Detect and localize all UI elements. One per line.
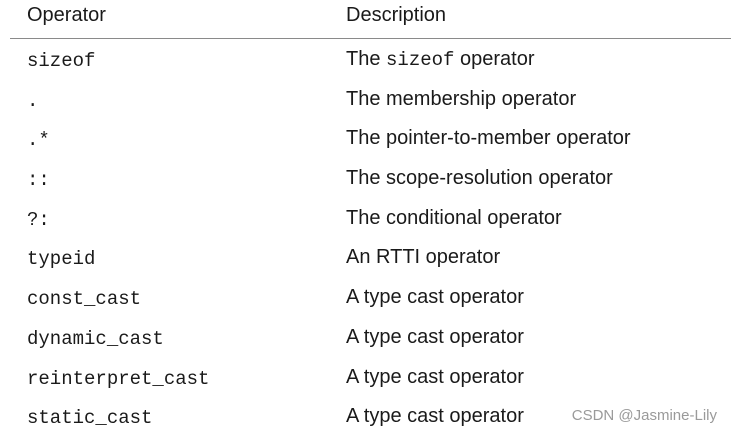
description-cell: A type cast operator bbox=[346, 405, 524, 428]
operator-cell: dynamic_cast bbox=[27, 327, 164, 350]
description-text: A type cast operator bbox=[346, 405, 524, 428]
table-row: ?: The conditional operator bbox=[10, 198, 731, 238]
description-text: The membership operator bbox=[346, 87, 577, 110]
description-text: An RTTI operator bbox=[346, 246, 501, 269]
description-text: The scope-resolution operator bbox=[346, 167, 613, 190]
table-row: ::The scope-resolution operator bbox=[10, 158, 731, 198]
description-cell: The pointer-to-member operator bbox=[346, 127, 631, 150]
table-row: typeid An RTTI operator bbox=[10, 237, 731, 277]
watermark: CSDN @Jasmine-Lily bbox=[571, 407, 717, 424]
header-description: Description bbox=[346, 4, 447, 26]
operator-cell: typeid bbox=[27, 248, 96, 271]
description-cell: The scope-resolution operator bbox=[346, 167, 613, 190]
description-cell: A type cast operator bbox=[346, 366, 524, 389]
operator-cell: reinterpret_cast bbox=[27, 367, 210, 390]
description-text: The conditional operator bbox=[346, 206, 562, 229]
table-row: const_cast A type cast operator bbox=[10, 277, 731, 317]
operator-cell: ?: bbox=[27, 208, 50, 231]
table-row: . The membership operator bbox=[10, 79, 731, 119]
description-text: The bbox=[346, 48, 387, 70]
operator-cell: sizeof bbox=[27, 50, 96, 72]
operator-cell: . bbox=[27, 89, 39, 112]
table-header: Operator Description bbox=[10, 0, 731, 39]
table-row: dynamic_cast A type cast operator bbox=[10, 317, 731, 357]
description-cell: A type cast operator bbox=[346, 326, 524, 349]
description-text: The pointer-to-member operator bbox=[346, 127, 631, 150]
description-text: A type cast operator bbox=[346, 325, 524, 348]
description-cell: The membership operator bbox=[346, 88, 576, 111]
operator-cell: :: bbox=[27, 169, 50, 192]
operator-cell: .* bbox=[27, 129, 50, 152]
description-cell: The conditional operator bbox=[346, 207, 562, 230]
operator-cell: static_cast bbox=[27, 407, 153, 430]
table-row: .* The pointer-to-member operator bbox=[10, 118, 731, 158]
description-code: sizeof bbox=[386, 49, 455, 71]
description-cell: An RTTI operator bbox=[346, 246, 500, 269]
operator-cell: const_cast bbox=[27, 288, 142, 311]
header-operator: Operator bbox=[27, 4, 106, 26]
description-text: A type cast operator bbox=[346, 286, 524, 309]
description-cell: A type cast operator bbox=[346, 286, 524, 309]
description-text: A type cast operator bbox=[346, 365, 524, 388]
table-row: static_cast A type cast operator bbox=[10, 396, 731, 436]
description-cell: The sizeof operator bbox=[346, 48, 535, 71]
table-row: reinterpret_cast A type cast operator bbox=[10, 357, 731, 397]
description-text-suffix: operator bbox=[454, 48, 535, 70]
